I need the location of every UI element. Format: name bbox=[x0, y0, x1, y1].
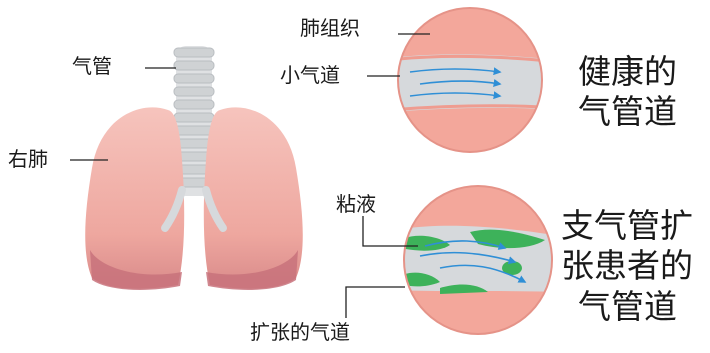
label-mucus: 粘液 bbox=[336, 194, 376, 214]
healthy-airway-magnifier bbox=[390, 8, 560, 152]
caption-patient-line3: 气管道 bbox=[561, 287, 693, 327]
label-small-airway: 小气道 bbox=[280, 65, 340, 85]
caption-patient: 支气管扩 张患者的 气管道 bbox=[561, 206, 693, 327]
label-trachea: 气管 bbox=[72, 56, 112, 76]
lungs-illustration bbox=[85, 46, 303, 290]
left-lung bbox=[204, 107, 303, 290]
caption-healthy-line2: 气管道 bbox=[578, 92, 677, 132]
caption-patient-line1: 支气管扩 bbox=[561, 206, 693, 246]
caption-healthy: 健康的 气管道 bbox=[578, 52, 677, 133]
label-right-lung: 右肺 bbox=[8, 149, 48, 169]
caption-patient-line2: 张患者的 bbox=[561, 246, 693, 286]
caption-healthy-line1: 健康的 bbox=[578, 52, 677, 92]
label-lung-tissue: 肺组织 bbox=[300, 18, 360, 38]
right-lung bbox=[85, 107, 184, 290]
diseased-airway-magnifier bbox=[395, 186, 560, 334]
label-dilated-airway: 扩张的气道 bbox=[250, 322, 350, 342]
